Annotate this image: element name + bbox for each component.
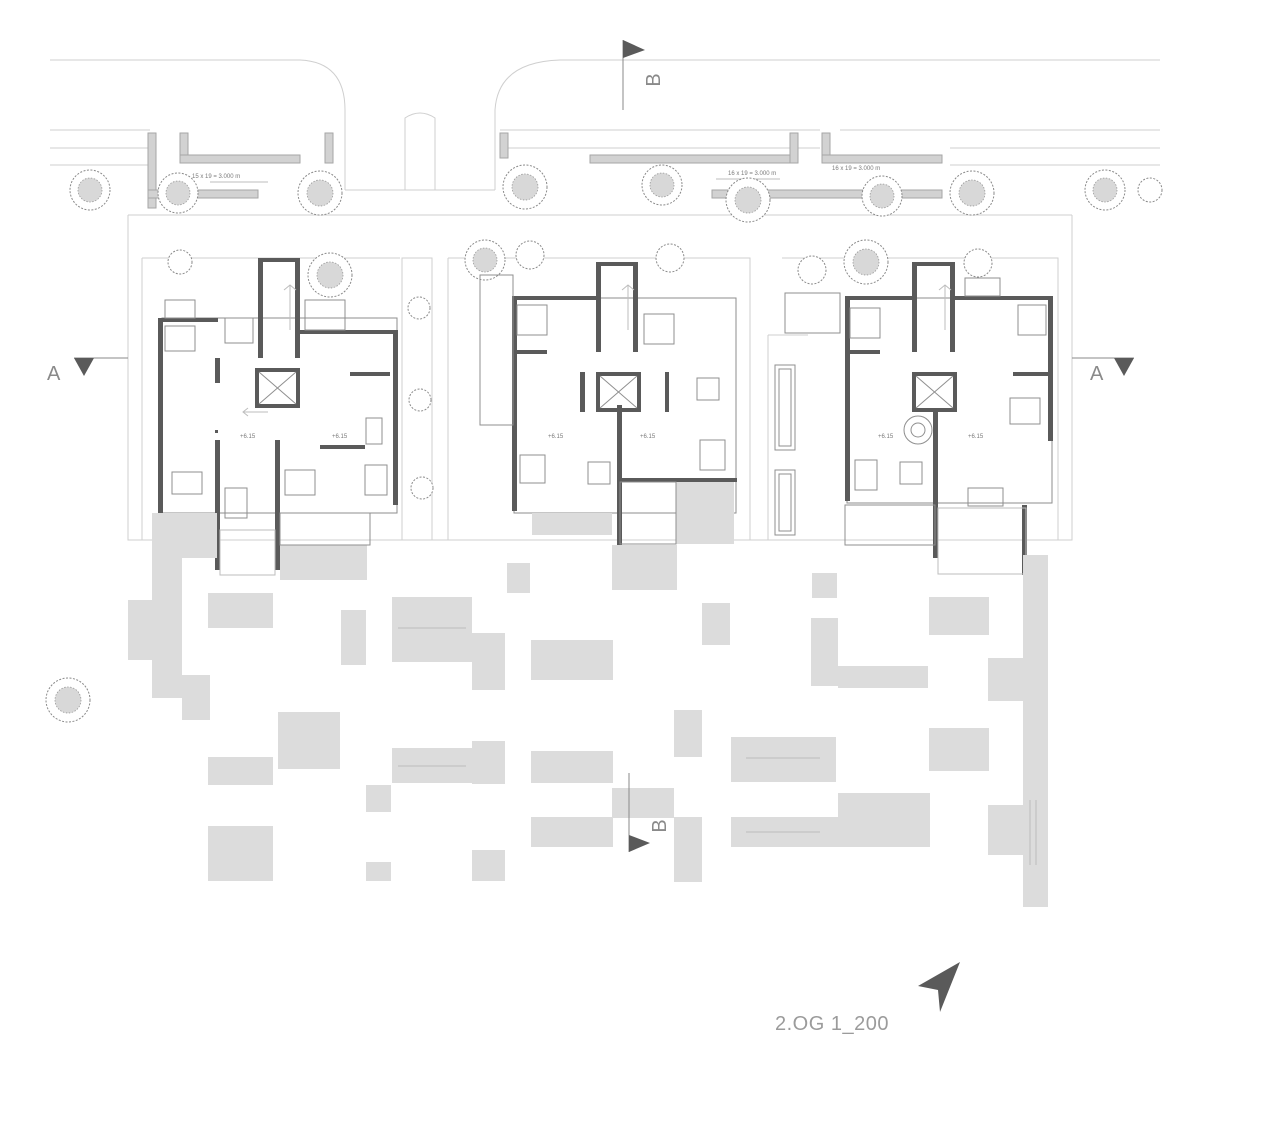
building-1: +6.15 +6.15 — [158, 258, 398, 580]
tree-icon — [641, 164, 683, 206]
tree-icon — [157, 172, 199, 214]
section-a-left: A — [47, 357, 128, 385]
flag-triangle-icon — [629, 835, 650, 852]
parking-note-3: 16 x 19 = 3.000 m — [832, 166, 880, 172]
level-mark-5: +6.15 — [878, 434, 894, 440]
tree-icon — [307, 252, 353, 298]
flag-triangle-icon — [1114, 358, 1134, 376]
flag-triangle-icon — [74, 358, 94, 376]
level-mark-4: +6.15 — [640, 434, 656, 440]
garden-pads — [128, 513, 1048, 907]
parking-note-1: 15 x 19 = 3.000 m — [192, 174, 240, 180]
tree-icon — [843, 239, 889, 285]
section-b-bottom: B — [628, 773, 671, 852]
section-b-top: B — [622, 40, 665, 110]
tree-icon — [464, 239, 506, 281]
tree-icon — [963, 248, 993, 278]
tree-icon — [1084, 169, 1126, 211]
section-a-label-right: A — [1090, 363, 1104, 385]
level-mark-6: +6.15 — [968, 434, 984, 440]
tree-icon — [797, 255, 827, 285]
tree-icon — [407, 296, 431, 320]
tree-icon — [408, 388, 432, 412]
tree-icon — [297, 170, 343, 216]
tree-icon — [515, 240, 545, 270]
tree-icon — [725, 177, 771, 223]
trees — [45, 164, 1163, 723]
drawing-title: 2.OG 1_200 — [775, 1013, 889, 1035]
tree-icon — [45, 677, 91, 723]
tree-icon — [655, 243, 685, 273]
tree-icon — [502, 164, 548, 210]
level-mark-3: +6.15 — [548, 434, 564, 440]
tree-icon — [69, 169, 111, 211]
building-3: +6.15 +6.15 — [774, 262, 1053, 575]
tree-icon — [949, 170, 995, 216]
level-mark-1: +6.15 — [240, 434, 256, 440]
tree-icon — [1137, 177, 1163, 203]
tree-icon — [410, 476, 434, 500]
tree-icon — [167, 249, 193, 275]
north-arrow-icon — [918, 962, 960, 1012]
level-mark-2: +6.15 — [332, 434, 348, 440]
hedges — [147, 132, 943, 209]
section-b-label-top: B — [643, 73, 665, 86]
section-a-right: A — [1072, 357, 1134, 385]
building-2: +6.15 +6.15 — [479, 262, 737, 545]
tree-icon — [861, 175, 903, 217]
section-a-label-left: A — [47, 363, 61, 385]
flag-triangle-icon — [623, 40, 645, 58]
parking-note-2: 16 x 19 = 3.000 m — [728, 171, 776, 177]
section-b-label-bottom: B — [649, 819, 671, 832]
